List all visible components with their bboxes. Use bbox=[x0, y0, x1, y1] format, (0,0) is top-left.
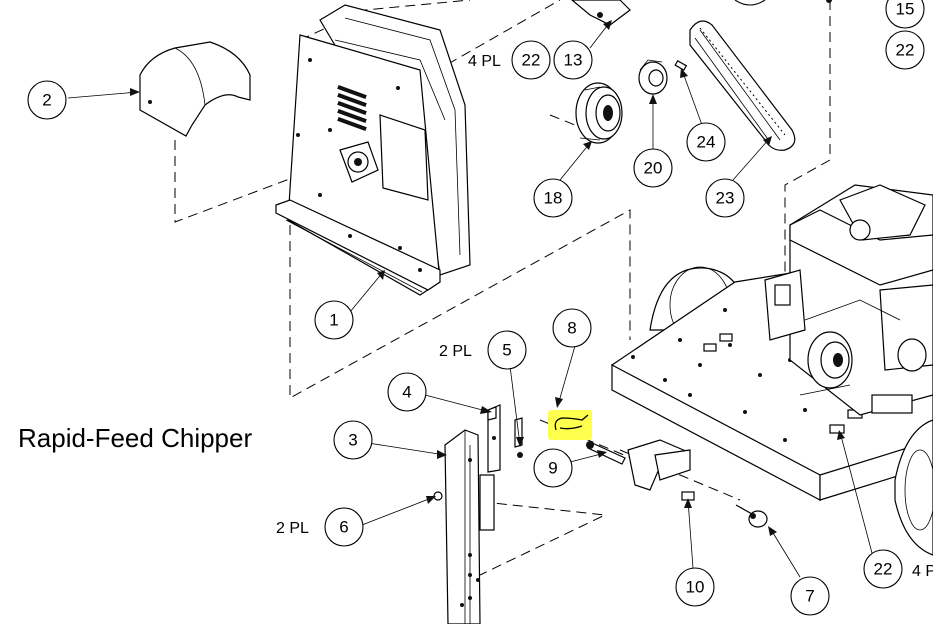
bracket-part-4 bbox=[487, 404, 501, 473]
drive-belt-part-23 bbox=[689, 20, 796, 151]
diagram-title: Rapid-Feed Chipper bbox=[18, 423, 252, 453]
hitch-pin-part-9 bbox=[586, 441, 626, 465]
callout-8: 8 bbox=[552, 308, 592, 348]
svg-text:23: 23 bbox=[716, 189, 735, 208]
svg-text:22: 22 bbox=[522, 51, 541, 70]
svg-text:4: 4 bbox=[402, 383, 411, 402]
leader-lines bbox=[67, 20, 873, 578]
mount-bracket-part-13 bbox=[571, 0, 631, 26]
svg-text:18: 18 bbox=[544, 189, 563, 208]
svg-text:22: 22 bbox=[874, 560, 893, 579]
callout-7: 7 bbox=[790, 576, 830, 616]
chipper-housing-part-1 bbox=[275, 4, 471, 296]
qty-note-4pl-top: 4 PL bbox=[468, 53, 501, 70]
svg-text:20: 20 bbox=[644, 159, 663, 178]
callout-22-top: 22 bbox=[511, 40, 551, 80]
callout-2: 2 bbox=[27, 80, 67, 120]
callout-balloons: 1 2 3 4 5 6 7 8 9 10 13 15 18 20 22 22 2… bbox=[27, 0, 925, 616]
callout-5: 5 bbox=[487, 330, 527, 370]
qty-note-4pl-bottom: 4 P bbox=[912, 563, 933, 580]
callout-4: 4 bbox=[387, 372, 427, 412]
vent-slots bbox=[337, 84, 367, 132]
callout-24: 24 bbox=[686, 122, 726, 162]
callout-23: 23 bbox=[705, 178, 745, 218]
callout-20: 20 bbox=[633, 148, 673, 188]
taper-bushing-part-20 bbox=[638, 59, 668, 95]
svg-text:3: 3 bbox=[348, 431, 357, 450]
front-wheel bbox=[894, 419, 933, 556]
svg-text:1: 1 bbox=[329, 311, 338, 330]
callout-10: 10 bbox=[675, 567, 715, 607]
quantity-notes: 4 PL 2 PL 2 PL 4 P bbox=[276, 53, 933, 580]
qty-note-2pl-part5: 2 PL bbox=[439, 343, 472, 360]
svg-text:15: 15 bbox=[896, 0, 915, 19]
callout-1: 1 bbox=[314, 300, 354, 340]
lynch-pin-part-7 bbox=[735, 504, 768, 528]
svg-text:24: 24 bbox=[697, 133, 716, 152]
svg-text:9: 9 bbox=[548, 459, 557, 478]
engine bbox=[764, 184, 933, 416]
svg-text:8: 8 bbox=[567, 319, 576, 338]
belt-guard-cover-part-2 bbox=[139, 41, 251, 137]
callout-13: 13 bbox=[553, 40, 593, 80]
callout-15: 15 bbox=[885, 0, 925, 29]
svg-text:13: 13 bbox=[564, 51, 583, 70]
callout-3: 3 bbox=[333, 420, 373, 460]
svg-text:10: 10 bbox=[686, 578, 705, 597]
qty-note-2pl-part6: 2 PL bbox=[276, 520, 309, 537]
tow-tongue-part-3 bbox=[444, 429, 495, 625]
hitch-bracket bbox=[627, 439, 691, 491]
hitch-clip-part-8 bbox=[548, 410, 592, 440]
svg-text:2: 2 bbox=[42, 91, 51, 110]
bearing-flange bbox=[339, 141, 379, 183]
svg-text:7: 7 bbox=[805, 587, 814, 606]
svg-text:22: 22 bbox=[896, 41, 915, 60]
svg-text:6: 6 bbox=[339, 518, 348, 537]
svg-text:5: 5 bbox=[502, 341, 511, 360]
callout-6: 6 bbox=[324, 507, 364, 547]
callout-18: 18 bbox=[533, 178, 573, 218]
callout-9: 9 bbox=[533, 448, 573, 488]
callout-22-right: 22 bbox=[885, 30, 925, 70]
highlight-marker bbox=[548, 410, 592, 440]
key-part-24 bbox=[674, 59, 688, 71]
callout-22-bottom: 22 bbox=[863, 549, 903, 589]
pulley-part-18 bbox=[575, 82, 623, 144]
